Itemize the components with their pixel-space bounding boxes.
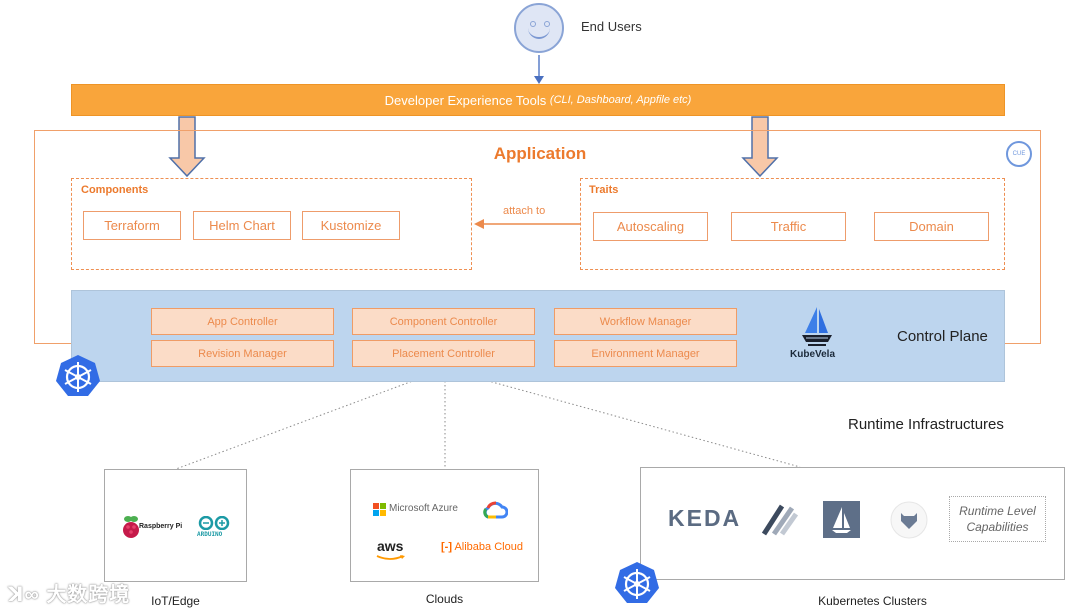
controller-placement: Placement Controller: [352, 340, 535, 367]
raspberry-pi-logo-text: Raspberry Pi: [139, 523, 183, 530]
component-kustomize: Kustomize: [302, 211, 400, 240]
controller-app: App Controller: [151, 308, 334, 335]
google-cloud-icon: [483, 501, 508, 519]
clouds-label: Clouds: [425, 592, 464, 606]
controller-component: Component Controller: [352, 308, 535, 335]
watermark-text: 大数跨境: [46, 584, 131, 606]
developer-experience-tools-bar: Developer Experience Tools (CLI, Dashboa…: [71, 84, 1005, 116]
opa-logo-icon: [890, 501, 928, 539]
raspberry-pi-icon: [123, 516, 139, 538]
microsoft-logo-icon: [373, 503, 386, 516]
controller-revision: Revision Manager: [151, 340, 334, 367]
component-terraform: Terraform: [83, 211, 181, 240]
application-title: Application: [493, 144, 587, 163]
dev-tools-label: Developer Experience Tools: [384, 92, 547, 108]
kubernetes-clusters-helm-icon: [615, 562, 659, 603]
controller-environment: Environment Manager: [554, 340, 737, 367]
kubevela-sailboat-icon: [802, 307, 832, 346]
fanout-iot-line: [175, 368, 446, 470]
kubernetes-clusters-label: Kubernetes Clusters: [818, 594, 927, 608]
clouds-box: [350, 469, 539, 582]
smiley-mouth: [528, 25, 550, 39]
keda-logo: KEDA: [668, 505, 742, 531]
control-plane-label: Control Plane: [897, 328, 988, 345]
end-users-label: End Users: [581, 19, 642, 34]
trait-domain: Domain: [874, 212, 989, 241]
user-arrow-head: [534, 76, 544, 84]
control-plane-panel: [71, 290, 1005, 382]
alibaba-cloud-logo-text: [-] Alibaba Cloud: [441, 541, 523, 553]
alibaba-bracket-icon: [-]: [441, 541, 452, 553]
istio-logo-icon: [823, 501, 860, 538]
fanout-k8s-line: [444, 368, 801, 468]
dev-to-components-arrow: [168, 116, 206, 178]
kubevela-label: KubeVela: [790, 349, 836, 360]
component-helm-chart: Helm Chart: [193, 211, 291, 240]
dev-to-traits-arrow: [741, 116, 779, 178]
attach-to-label: attach to: [503, 205, 546, 217]
arduino-logo-text: ARDUINO: [197, 531, 223, 538]
flagger-logo-icon: [761, 504, 798, 536]
aws-logo-text: aws: [377, 538, 404, 554]
kubernetes-helm-icon: [56, 355, 100, 396]
components-title: Components: [81, 184, 149, 196]
traits-group: [580, 178, 1005, 270]
attach-arrow-head: [474, 219, 484, 229]
watermark-logo-icon: ꓘ∞: [8, 584, 47, 606]
microsoft-azure-logo-text: Microsoft Azure: [389, 503, 458, 514]
alibaba-cloud-name: Alibaba Cloud: [454, 541, 523, 553]
runtime-infrastructures-title: Runtime Infrastructures: [848, 416, 1004, 433]
aws-smile-icon: [376, 555, 405, 560]
end-users-smiley-icon: [514, 3, 564, 53]
trait-traffic: Traffic: [731, 212, 846, 241]
dev-tools-detail: (CLI, Dashboard, Appfile etc): [549, 94, 692, 106]
iot-edge-label: IoT/Edge: [151, 594, 200, 608]
runtime-level-capabilities-box: Runtime Level Capabilities: [949, 496, 1046, 542]
controller-workflow: Workflow Manager: [554, 308, 737, 335]
arduino-infinity-icon: [198, 516, 230, 530]
trait-autoscaling: Autoscaling: [593, 212, 708, 241]
traits-title: Traits: [589, 184, 619, 196]
cue-logo-icon: CUE: [1006, 141, 1032, 167]
components-group: [71, 178, 472, 270]
watermark: ꓘ∞ 大数跨境: [8, 578, 130, 607]
